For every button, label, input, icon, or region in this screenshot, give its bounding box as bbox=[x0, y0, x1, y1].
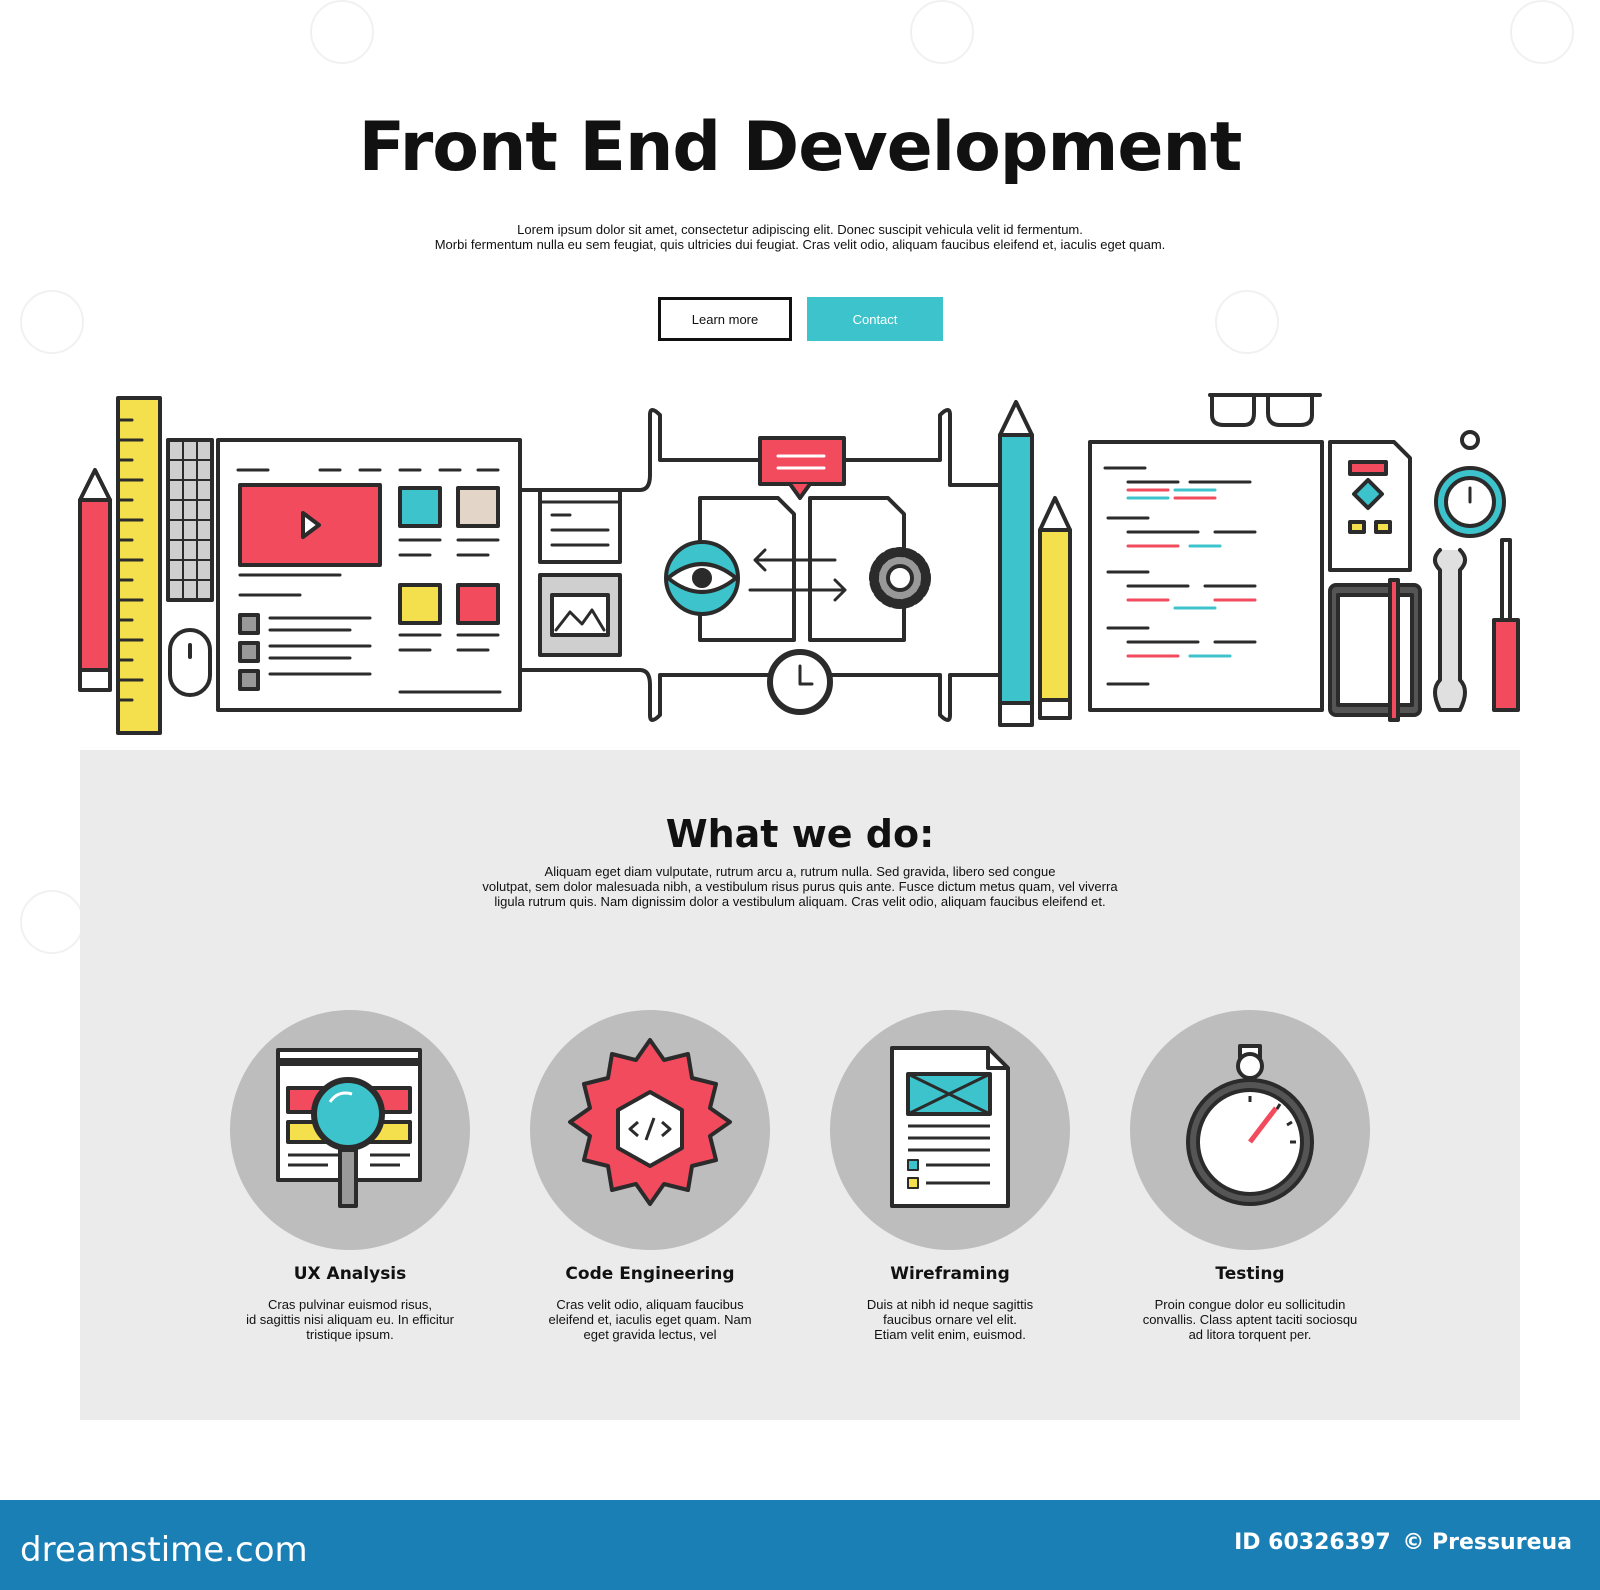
feature-title: UX Analysis bbox=[293, 1264, 407, 1284]
pencil-teal-icon bbox=[998, 400, 1034, 727]
feature-description-line: eget gravida lectus, vel bbox=[583, 1327, 717, 1342]
contact-button[interactable]: Contact bbox=[807, 297, 943, 341]
feature-description-line: Cras pulvinar euismod risus, bbox=[267, 1297, 432, 1312]
feature-circle bbox=[230, 1010, 470, 1250]
wrench-icon bbox=[1433, 548, 1467, 712]
wireframe-document-icon bbox=[890, 1046, 1010, 1208]
browser-window-icon bbox=[538, 488, 622, 657]
hero-subtitle-line: Morbi fermentum nulla eu sem feugiat, qu… bbox=[434, 237, 1166, 252]
watermark-icon bbox=[310, 0, 374, 64]
feature-description-line: ad litora torquent per. bbox=[1188, 1327, 1312, 1342]
clock-icon bbox=[767, 649, 833, 715]
gear-icon bbox=[869, 547, 931, 609]
section-description-line: Aliquam eget diam vulputate, rutrum arcu… bbox=[544, 864, 1056, 879]
hero-subtitle: Lorem ipsum dolor sit amet, consectetur … bbox=[0, 222, 1600, 252]
feature-description-line: id sagittis nisi aliquam eu. In efficitu… bbox=[246, 1312, 454, 1327]
feature-description-line: convallis. Class aptent taciti sociosqu bbox=[1142, 1312, 1358, 1327]
feature-description: Cras velit odio, aliquam faucibus eleife… bbox=[500, 1297, 800, 1342]
keyboard-icon bbox=[166, 438, 214, 602]
feature-description-line: Proin congue dolor eu sollicitudin bbox=[1154, 1297, 1346, 1312]
feature-description-line: faucibus ornare vel elit. bbox=[883, 1312, 1017, 1327]
feature-description-line: eleifend et, iaculis eget quam. Nam bbox=[548, 1312, 752, 1327]
feature-circle bbox=[1130, 1010, 1370, 1250]
section-description-line: volutpat, sem dolor malesuada nibh, a ve… bbox=[482, 879, 1118, 894]
learn-more-button[interactable]: Learn more bbox=[658, 297, 792, 341]
ruler-icon bbox=[116, 396, 162, 735]
pencil-red-icon bbox=[78, 468, 112, 692]
feature-description-line: tristique ipsum. bbox=[306, 1327, 394, 1342]
chat-bubble-icon bbox=[758, 436, 846, 500]
eye-icon bbox=[664, 540, 740, 616]
feature-title: Code Engineering bbox=[565, 1264, 735, 1284]
copyright-text: © Pressureua bbox=[1402, 1530, 1572, 1555]
stopwatch-icon bbox=[1186, 1044, 1314, 1206]
notebook-icon bbox=[1328, 578, 1422, 722]
page-title: Front End Development bbox=[358, 108, 1243, 187]
section-description: Aliquam eget diam vulputate, rutrum arcu… bbox=[0, 864, 1600, 909]
image-id-text: ID 60326397 bbox=[1234, 1530, 1391, 1555]
document-exchange-icon bbox=[698, 496, 906, 642]
webpage-mockup-icon bbox=[216, 438, 522, 712]
glasses-icon bbox=[1208, 393, 1322, 427]
feature-description-line: Cras velit odio, aliquam faucibus bbox=[556, 1297, 744, 1312]
pencil-yellow-icon bbox=[1038, 496, 1072, 720]
feature-description: Proin congue dolor eu sollicitudin conva… bbox=[1100, 1297, 1400, 1342]
footer-image-id: ID 60326397 © Pressureua bbox=[1230, 1530, 1572, 1555]
footer-brand[interactable]: dreamstime.com bbox=[20, 1530, 308, 1570]
hero-illustration bbox=[78, 393, 1520, 735]
section-description-line: ligula rutrum quis. Nam dignissim dolor … bbox=[494, 894, 1106, 909]
code-document-icon bbox=[1088, 440, 1324, 712]
feature-circle bbox=[530, 1010, 770, 1250]
feature-description-line: Duis at nibh id neque sagittis bbox=[866, 1297, 1034, 1312]
code-gear-icon bbox=[568, 1038, 732, 1206]
hero-subtitle-line: Lorem ipsum dolor sit amet, consectetur … bbox=[517, 222, 1083, 237]
flowchart-document-icon bbox=[1328, 440, 1412, 572]
footer-bar bbox=[0, 1500, 1600, 1590]
stopwatch-small-icon bbox=[1434, 430, 1506, 538]
feature-title: Testing bbox=[1215, 1264, 1285, 1284]
feature-description: Duis at nibh id neque sagittis faucibus … bbox=[800, 1297, 1100, 1342]
feature-description-line: Etiam velit enim, euismod. bbox=[874, 1327, 1026, 1342]
ux-analysis-icon bbox=[276, 1048, 422, 1208]
feature-description: Cras pulvinar euismod risus, id sagittis… bbox=[200, 1297, 500, 1342]
watermark-icon bbox=[1215, 290, 1279, 354]
watermark-icon bbox=[910, 0, 974, 64]
watermark-icon bbox=[1510, 0, 1574, 64]
mouse-icon bbox=[168, 628, 212, 697]
feature-title: Wireframing bbox=[890, 1264, 1010, 1284]
feature-circle bbox=[830, 1010, 1070, 1250]
screwdriver-icon bbox=[1492, 538, 1520, 712]
watermark-icon bbox=[20, 290, 84, 354]
section-title: What we do: bbox=[665, 812, 935, 856]
